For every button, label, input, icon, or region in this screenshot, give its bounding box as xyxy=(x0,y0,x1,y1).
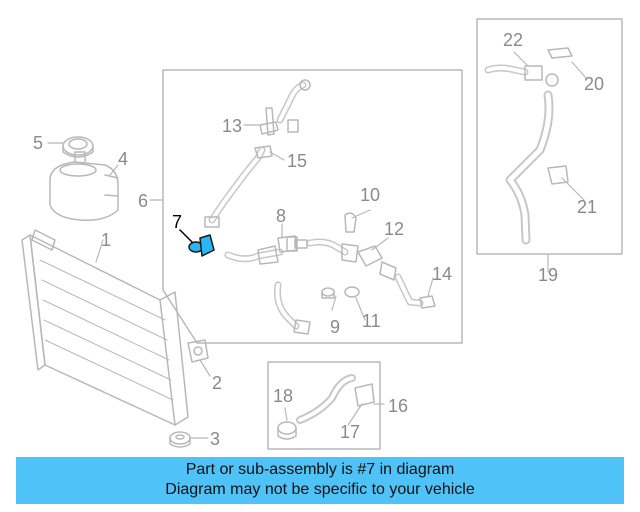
group-19-parts xyxy=(484,47,573,245)
callout-15: 15 xyxy=(287,151,308,171)
callout-10: 10 xyxy=(360,185,381,205)
expansion-tank-drawing xyxy=(49,151,119,222)
callout-16: 16 xyxy=(388,396,409,416)
callout-1: 1 xyxy=(101,230,112,250)
callout-20: 20 xyxy=(584,74,605,94)
callout-13: 13 xyxy=(222,116,243,136)
bushing-drawing xyxy=(169,431,191,448)
callout-7[interactable]: 7 xyxy=(172,212,183,232)
group-16-box xyxy=(267,361,381,450)
callout-11: 11 xyxy=(362,311,381,331)
leader-line-7 xyxy=(179,229,193,243)
leader-lines xyxy=(47,51,587,439)
callout-19: 19 xyxy=(538,265,559,285)
callout-9: 9 xyxy=(330,317,341,337)
banner-line-2: Diagram may not be specific to your vehi… xyxy=(165,481,475,498)
callout-6: 6 xyxy=(138,191,149,211)
info-banner: Part or sub-assembly is #7 in diagram Di… xyxy=(16,457,624,504)
callout-12: 12 xyxy=(384,219,405,239)
callout-21: 21 xyxy=(577,197,598,217)
callout-5: 5 xyxy=(33,133,44,153)
group-16-parts xyxy=(277,374,375,440)
callout-2: 2 xyxy=(212,373,223,393)
cap-drawing xyxy=(62,136,94,158)
fittings-main xyxy=(204,79,436,335)
callout-22: 22 xyxy=(503,30,524,50)
callout-8: 8 xyxy=(276,206,287,226)
callout-14: 14 xyxy=(432,264,453,284)
callout-4: 4 xyxy=(118,149,129,169)
radiator-drawing xyxy=(21,229,189,426)
hoses-main xyxy=(208,81,424,330)
part-7-highlight xyxy=(188,234,215,257)
mount-drawing xyxy=(187,339,209,363)
callout-18: 18 xyxy=(273,386,294,406)
callout-3: 3 xyxy=(210,429,221,449)
group-19-box xyxy=(476,18,623,255)
banner-line-1: Part or sub-assembly is #7 in diagram xyxy=(185,461,455,478)
hose-group-box xyxy=(162,69,463,344)
callout-17: 17 xyxy=(340,422,361,442)
